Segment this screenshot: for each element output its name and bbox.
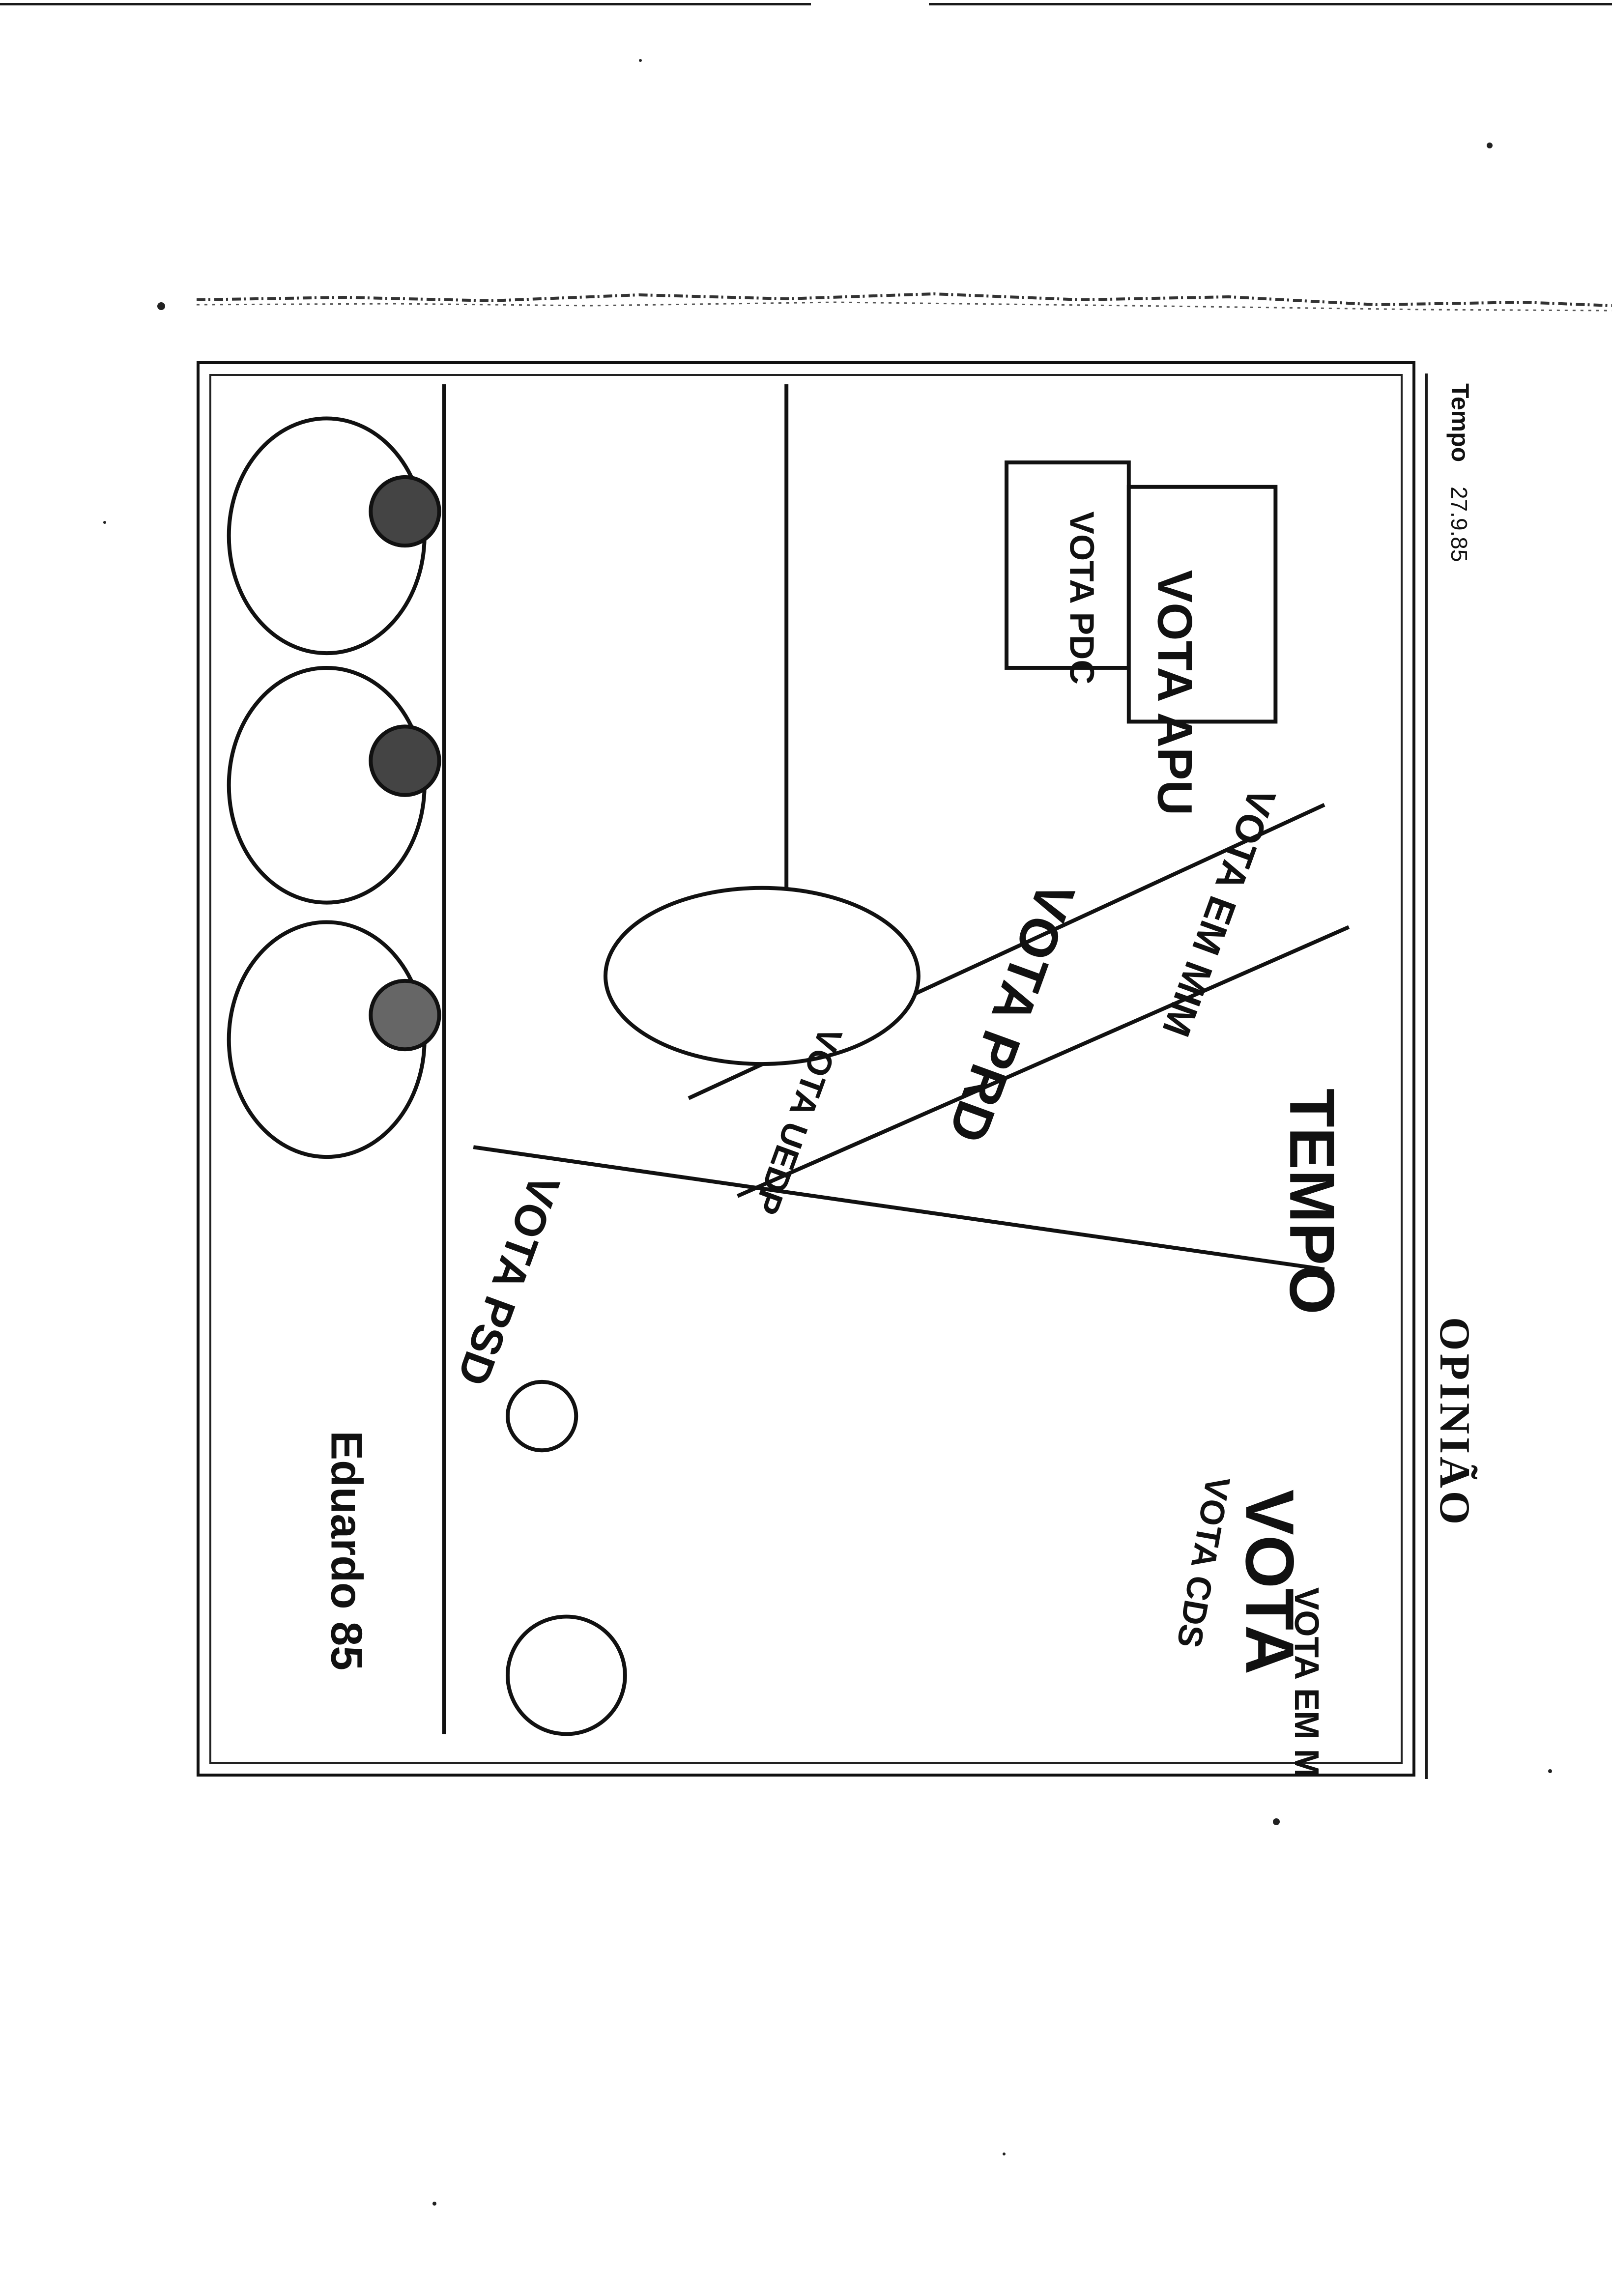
poster-vota-em-mim: VOTA EM MIM — [1288, 1587, 1326, 1774]
banner-vota-em-mim: VOTA EM MIM — [1154, 782, 1284, 1042]
source-name: Tempo — [1446, 383, 1474, 462]
speck — [432, 2202, 436, 2206]
speck — [1548, 1769, 1552, 1773]
monkeys — [227, 416, 441, 1159]
handwritten-title: TEMPO — [1276, 1089, 1347, 1315]
poster-vota-big: VOTA — [1232, 1490, 1308, 1675]
torn-paper-edge — [197, 292, 1612, 312]
sign-vota-apu: VOTA APU — [1148, 570, 1202, 815]
cartoon-inner-border — [209, 374, 1403, 1764]
banner-vota-prd: VOTA PRD — [937, 874, 1086, 1150]
top-rule-left — [0, 3, 811, 5]
header-divider — [1425, 373, 1428, 1779]
cartoon-frame: VOTA PDC VOTA APU VOTA EM MIM VOTA PRD V… — [197, 361, 1415, 1777]
sign-vota-psd: VOTA PSD — [448, 1168, 570, 1392]
source-date: 27.9.85 — [1446, 487, 1472, 562]
section-title: OPINIÃO — [1431, 1317, 1478, 1528]
speck — [157, 302, 165, 310]
speck — [1487, 143, 1493, 148]
speck — [1273, 1818, 1280, 1825]
speck — [103, 521, 106, 524]
street-lines — [442, 384, 1350, 1736]
speck — [1003, 2152, 1006, 2155]
header-rotated: Tempo 27.9.85 OPINIÃO — [1420, 373, 1479, 1750]
newspaper-header: Tempo 27.9.85 OPINIÃO — [1420, 373, 1479, 1750]
sign-vota-cds: VOTA CDS — [1170, 1473, 1238, 1650]
political-cartoon: VOTA PDC VOTA APU VOTA EM MIM VOTA PRD V… — [227, 384, 1350, 1774]
cartoonist-signature: Eduardo 85 — [322, 1431, 372, 1670]
speck — [639, 59, 642, 62]
top-rule-right — [929, 3, 1612, 5]
sign-vota-pdc: VOTA PDC — [1063, 512, 1101, 685]
